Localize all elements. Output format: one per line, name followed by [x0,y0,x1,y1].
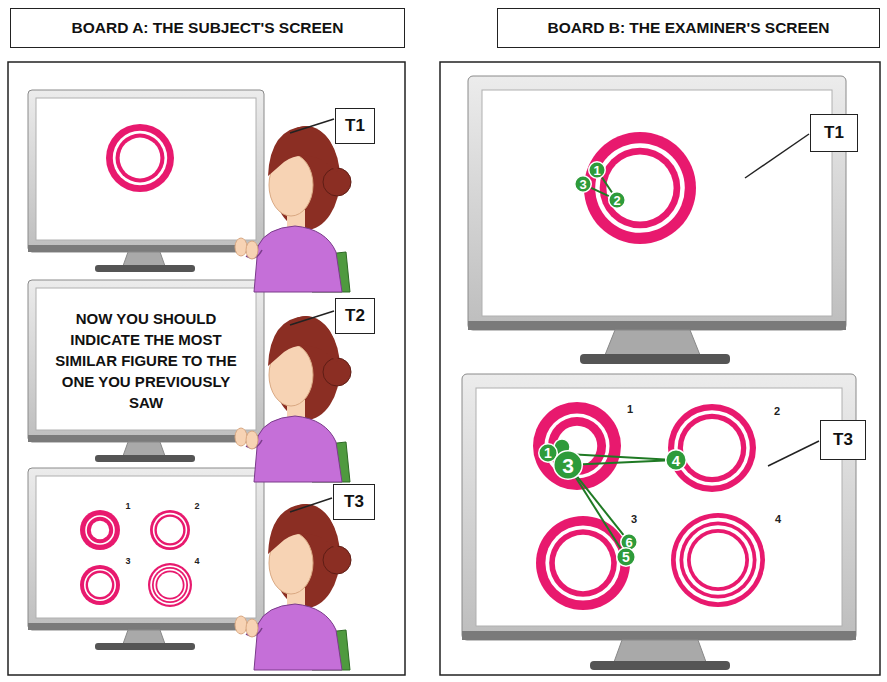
subject-monitor [28,468,264,650]
node-text: T3 [833,430,853,450]
leader-line [290,498,332,512]
node-text: T3 [344,492,364,512]
choice-ring [671,513,765,607]
gaze-circle [575,176,592,193]
time-tag: T3 [333,484,375,520]
choice-ring [150,510,190,550]
monitor-bezel [468,76,846,330]
time-tag: T1 [335,108,375,144]
option-number: 4 [775,514,781,525]
gaze-point: 4 [665,449,687,471]
option-number: 2 [774,406,780,417]
node-text: BOARD A: THE SUBJECT'S SCREEN [72,19,344,37]
node-text: 4 [665,449,687,471]
option-number: 2 [194,502,199,511]
board-header: BOARD A: THE SUBJECT'S SCREEN [10,8,405,48]
gaze-point: 2 [608,191,626,209]
node-text: 2 [608,191,626,209]
scanpath-line [583,461,665,465]
option-number: 1 [627,404,633,415]
choice-ring [80,510,120,550]
board-header: BOARD B: THE EXAMINER'S SCREEN [497,8,880,48]
node-text: NOW YOU SHOULD INDICATE THE MOST SIMILAR… [46,308,246,413]
subject-figure [235,126,351,292]
target-ring [584,132,696,244]
monitor-base [590,661,730,670]
subject-monitor [28,90,264,272]
time-tag: T1 [810,114,858,152]
monitor-neck [605,330,700,355]
monitor-bezel [462,374,856,640]
leader-line [745,134,809,178]
gaze-point: 3 [574,175,592,193]
choice-ring [80,565,120,605]
leader-line [290,311,334,325]
subject-figure [235,316,351,482]
target-ring [106,124,174,192]
monitor-base [580,354,730,364]
gaze-circle [666,450,687,471]
node-text: T2 [345,306,365,326]
gaze-circle [554,451,583,480]
node-text: 1 [588,161,606,179]
time-tag: T2 [335,298,375,334]
board-panel [8,62,405,675]
monitor-lip [468,321,846,330]
node-text: T1 [345,116,365,136]
screen-instruction: NOW YOU SHOULD INDICATE THE MOST SIMILAR… [46,292,246,428]
node-text: BOARD B: THE EXAMINER'S SCREEN [548,19,830,37]
node-text: 5 [616,547,636,567]
option-number: 1 [125,502,130,511]
monitor-screen [476,388,842,626]
node-text: T1 [824,123,844,143]
scanpath-line [591,188,609,196]
option-number: 4 [194,557,199,566]
monitor-screen [482,90,832,316]
gaze-circle [617,548,636,567]
scanpath-line [602,177,612,192]
monitor-neck [614,640,706,662]
scanpath-line [577,477,623,535]
subject-figure [235,504,351,670]
scanpath-line [576,478,621,549]
choice-ring [536,516,630,610]
choice-ring [668,404,756,492]
leader-line [768,441,819,466]
subject-monitor [28,280,264,462]
time-tag: T3 [820,420,866,460]
board-panel [440,62,880,675]
gaze-point: 3 [553,450,583,480]
node-text: 3 [574,175,592,193]
node-text: 3 [553,450,583,480]
leader-line [290,119,334,133]
gaze-point: 5 [616,547,636,567]
gaze-circle [609,192,626,209]
option-number: 3 [125,557,130,566]
gaze-circle [589,162,606,179]
choice-ring [533,402,621,490]
choice-ring [148,563,192,607]
monitor-lip [462,631,856,640]
option-number: 3 [631,514,637,525]
gaze-point: 1 [588,161,606,179]
